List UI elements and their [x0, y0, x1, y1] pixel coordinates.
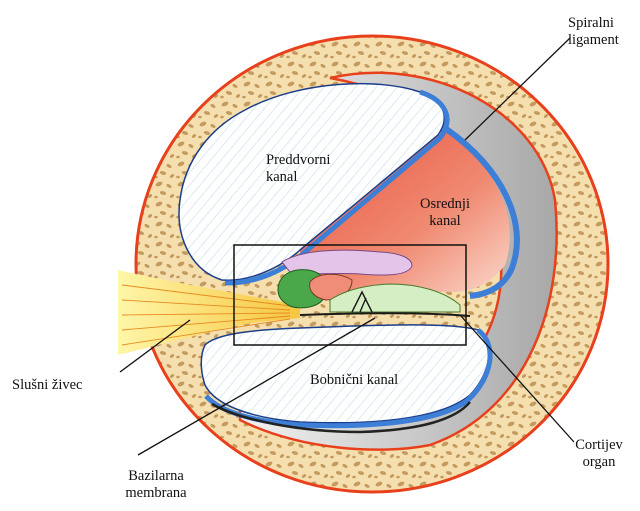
label-bobnicni-kanal: Bobnični kanal	[310, 372, 398, 389]
label-bazilarna-membrana: Bazilarna membrana	[110, 468, 202, 502]
label-osrednji-kanal: Osrednji kanal	[402, 196, 488, 230]
label-preddvorni-kanal: Preddvorni kanal	[266, 152, 330, 186]
label-slusni-zivec: Slušni živec	[12, 377, 82, 394]
label-spiralni-ligament: Spiralni ligament	[568, 15, 619, 49]
label-cortijev-organ: Cortijev organ	[568, 437, 630, 471]
